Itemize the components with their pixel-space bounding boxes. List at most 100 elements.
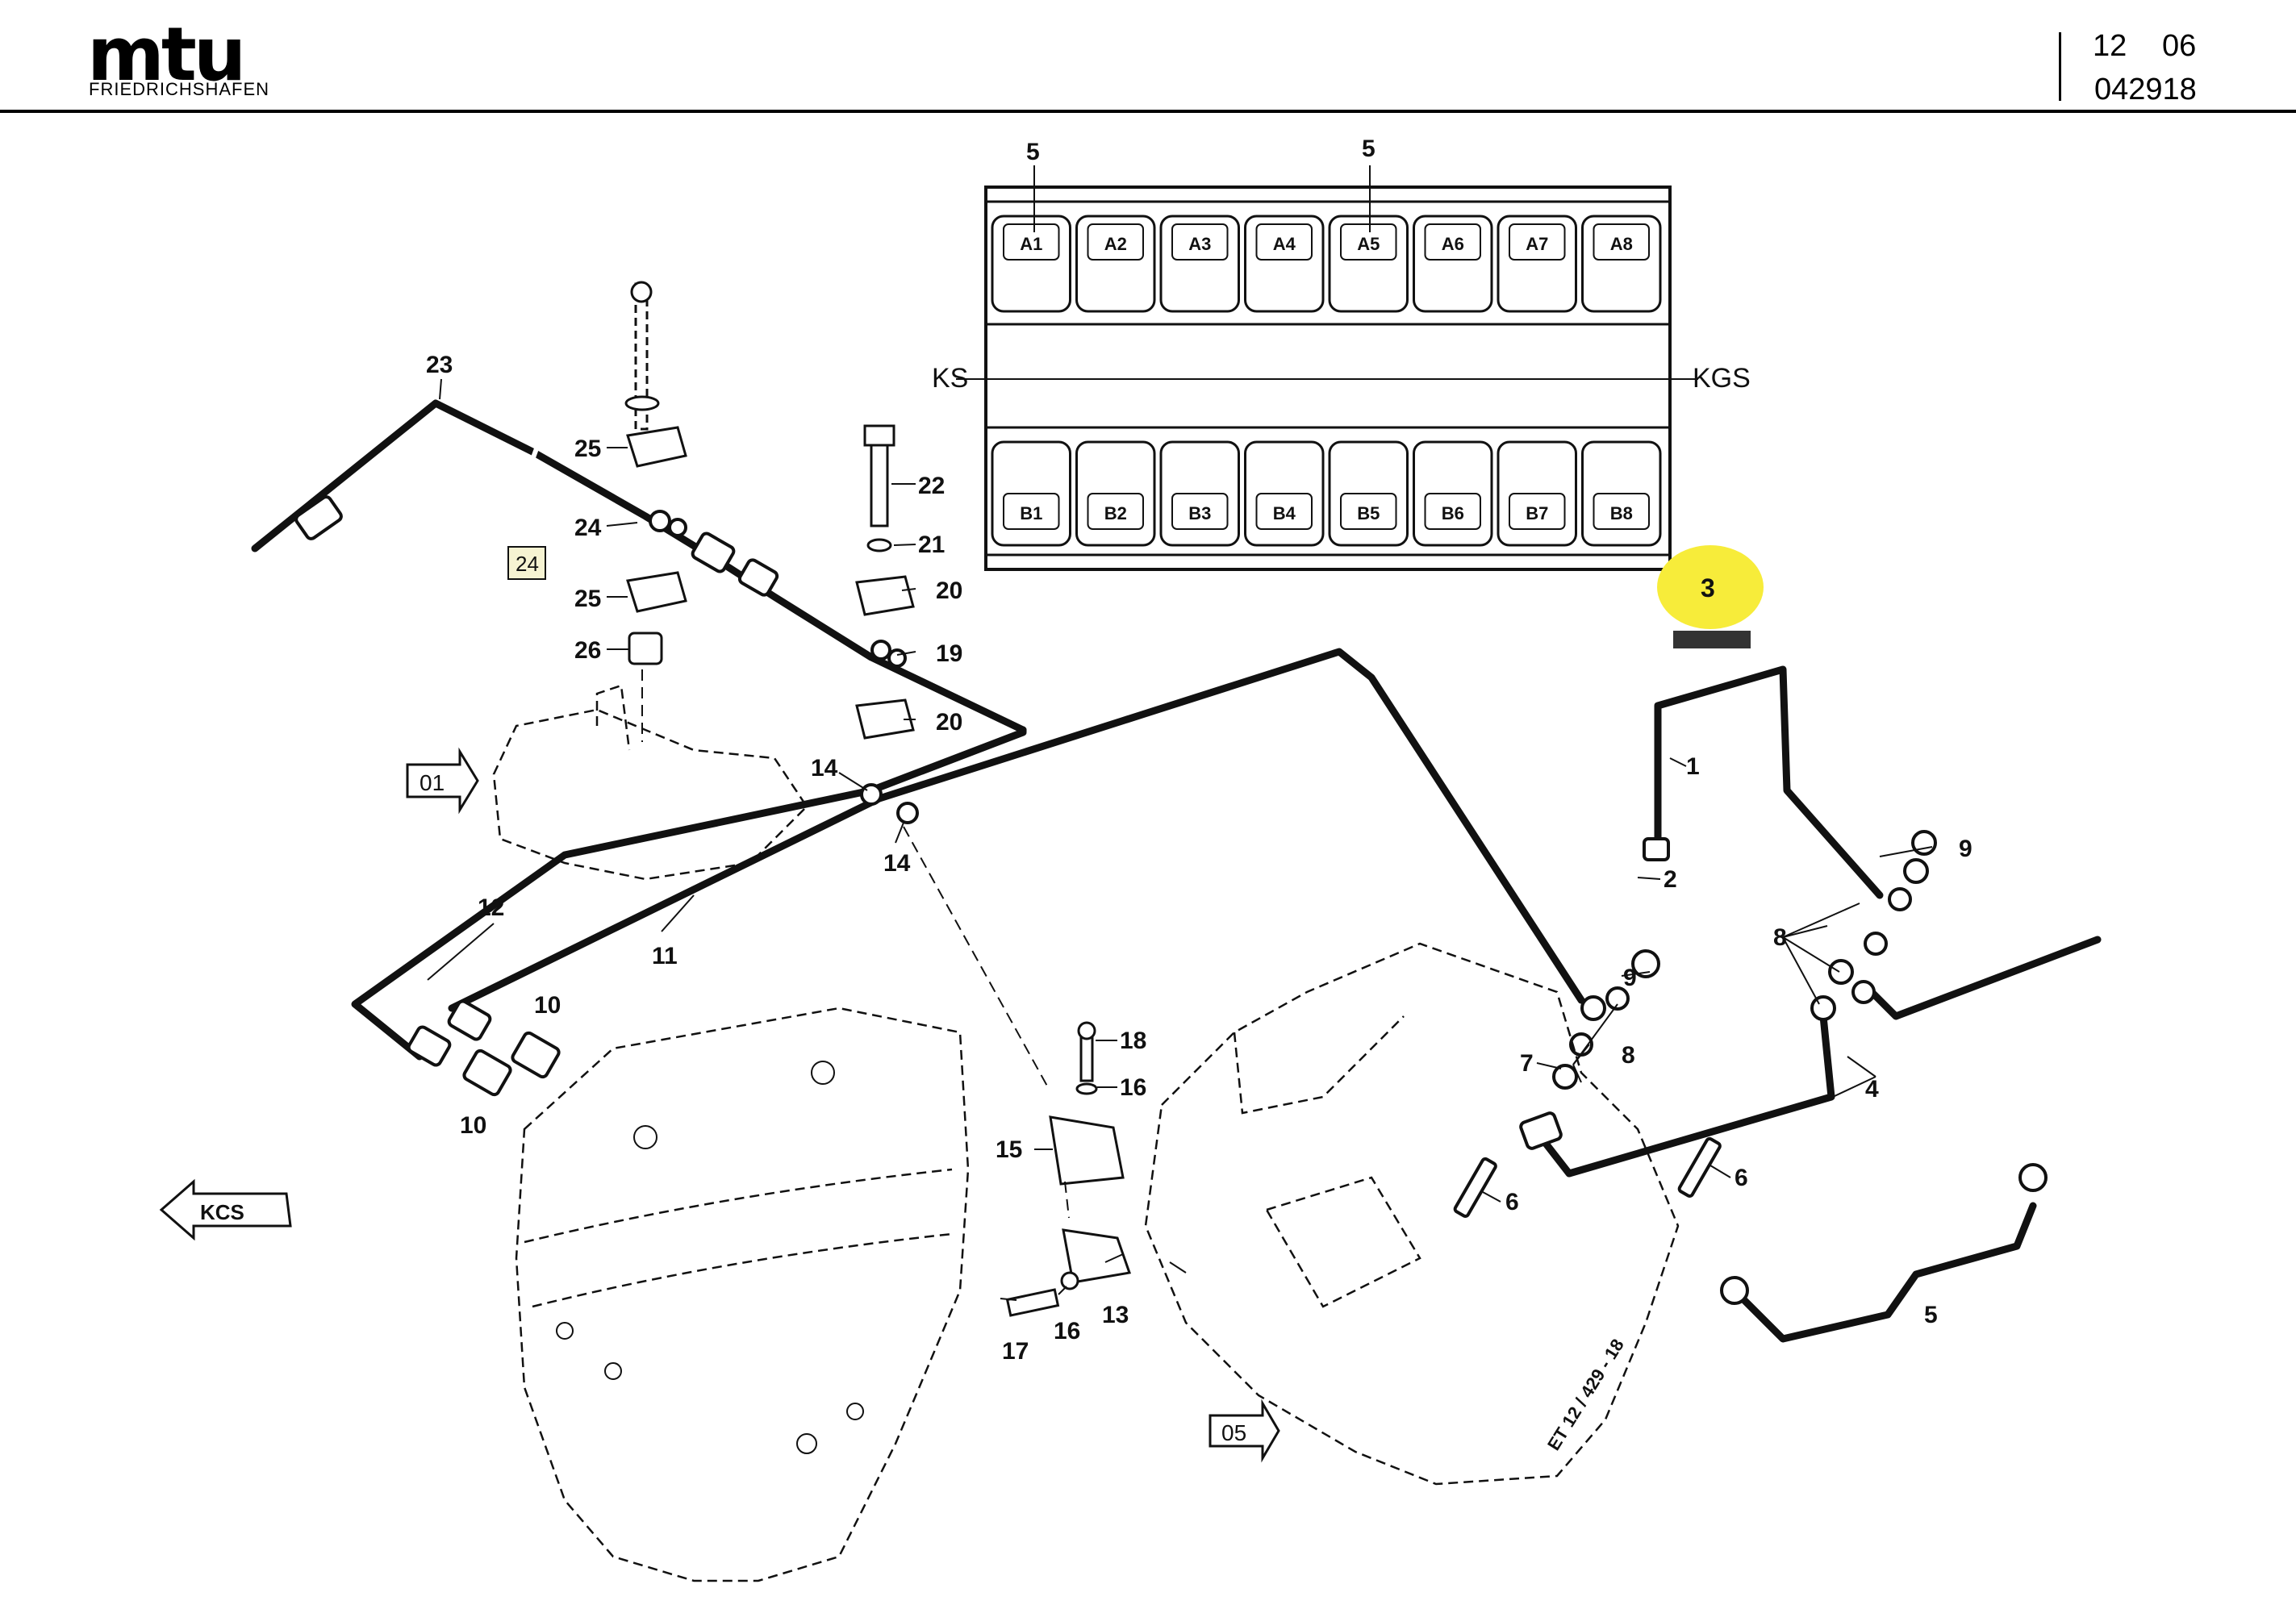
cylinder-head-b7 bbox=[1509, 493, 1566, 530]
direction-arrow-kgs: KCS bbox=[159, 1178, 292, 1241]
callout-20-a: 20 bbox=[936, 577, 962, 604]
bracket-assembly bbox=[1005, 1021, 1131, 1317]
cylinder-head-b4 bbox=[1255, 493, 1313, 530]
cylinder-head-b6 bbox=[1424, 493, 1481, 530]
cylinder-label-b4: B4 bbox=[1273, 503, 1296, 523]
cylinder-head-b3 bbox=[1171, 493, 1229, 530]
callout-14-a: 14 bbox=[811, 755, 838, 782]
cylinder-head-b5 bbox=[1340, 493, 1397, 530]
cylinder-head-a8 bbox=[1593, 223, 1650, 261]
sensor-6 bbox=[1453, 1136, 1722, 1218]
callout-10-a: 10 bbox=[534, 992, 561, 1019]
callout-24: 24 bbox=[574, 515, 602, 541]
cylinder-label-b6: B6 bbox=[1442, 503, 1464, 523]
pipe-1 bbox=[1654, 665, 1884, 899]
cylinder-label-b5: B5 bbox=[1357, 503, 1380, 523]
pipe-11 bbox=[448, 648, 1585, 1012]
cylinder-head-a6 bbox=[1424, 223, 1481, 261]
callout-26: 26 bbox=[574, 637, 601, 664]
cylinder-label-b1: B1 bbox=[1020, 503, 1042, 523]
fittings bbox=[294, 495, 2048, 1305]
cylinder-head-a3 bbox=[1171, 223, 1229, 261]
cylinder-label-a5: A5 bbox=[1357, 234, 1380, 254]
view-ref-01: 01 bbox=[406, 747, 479, 815]
callout-25-b: 25 bbox=[574, 586, 601, 612]
phantom-details bbox=[556, 1061, 864, 1454]
cylinder-label-b2: B2 bbox=[1104, 503, 1127, 523]
callout-17: 17 bbox=[1002, 1338, 1029, 1365]
boxed-ref-24 bbox=[507, 546, 546, 580]
pipe-23 bbox=[251, 399, 1027, 734]
cylinder-label-a8: A8 bbox=[1610, 234, 1633, 254]
cylinder-label-a1: A1 bbox=[1020, 234, 1042, 254]
cylinder-label-a7: A7 bbox=[1526, 234, 1548, 254]
phantom-parts bbox=[492, 684, 1680, 1582]
pipe-break-marks bbox=[530, 440, 753, 892]
callout-25-a: 25 bbox=[574, 436, 601, 462]
callout-19: 19 bbox=[936, 640, 962, 667]
view-ref-05: 05 bbox=[1209, 1399, 1280, 1463]
cylinder-head-a5 bbox=[1340, 223, 1397, 261]
cylinder-head-a7 bbox=[1509, 223, 1566, 261]
callout-2: 2 bbox=[1664, 866, 1677, 893]
pipe-23-return bbox=[351, 726, 1027, 1061]
callout-10-b: 10 bbox=[460, 1112, 486, 1139]
view-ref-01-text: 01 bbox=[420, 770, 445, 795]
dashed-leaders bbox=[641, 669, 1070, 1219]
callout-7: 7 bbox=[1520, 1050, 1534, 1077]
callout-11: 11 bbox=[652, 943, 678, 969]
callout-4: 4 bbox=[1865, 1076, 1879, 1103]
cylinder-head-b1 bbox=[1003, 493, 1060, 530]
callout-5-b: 5 bbox=[1362, 135, 1376, 162]
header-divider bbox=[2059, 32, 2061, 101]
callout-15: 15 bbox=[996, 1136, 1022, 1163]
page-number-a: 12 bbox=[2093, 29, 2127, 63]
cylinder-label-a4: A4 bbox=[1273, 234, 1296, 254]
view-ref-05-text: 05 bbox=[1221, 1420, 1246, 1445]
cylinder-label-a2: A2 bbox=[1104, 234, 1127, 254]
document-number: 042918 bbox=[2094, 73, 2197, 106]
label-ks: KS bbox=[932, 363, 968, 394]
boxed-ref-24-text: 24 bbox=[516, 552, 539, 576]
callout-20-b: 20 bbox=[936, 709, 962, 736]
drawing-id: ET 12 / 429 - 18 bbox=[1543, 1336, 1628, 1454]
pipe-4b bbox=[1864, 936, 2102, 1020]
callout-8-a: 8 bbox=[1622, 1042, 1635, 1069]
cylinder-head-a1 bbox=[1003, 223, 1060, 261]
header-rule bbox=[0, 110, 2296, 113]
callout-9-a: 9 bbox=[1623, 965, 1637, 991]
callout-21: 21 bbox=[918, 532, 945, 558]
clamp-assembly-middle bbox=[855, 424, 915, 740]
callout-13: 13 bbox=[1102, 1302, 1129, 1328]
cylinder-label-a6: A6 bbox=[1442, 234, 1464, 254]
callout-3: 3 bbox=[1701, 573, 1715, 602]
callout-5-c: 5 bbox=[1924, 1302, 1938, 1328]
callout-18: 18 bbox=[1120, 1028, 1146, 1054]
callout-9-b: 9 bbox=[1959, 836, 1972, 862]
cylinder-head-a4 bbox=[1255, 223, 1313, 261]
page-header: mtu FRIEDRICHSHAFEN 12 06 042918 bbox=[0, 0, 2296, 117]
direction-arrow-text: KCS bbox=[200, 1200, 244, 1224]
callout-8-b: 8 bbox=[1773, 924, 1787, 951]
highlight-item-3 bbox=[1657, 545, 1764, 629]
clamp-assembly-left bbox=[624, 281, 687, 665]
callout-23: 23 bbox=[426, 352, 453, 378]
callout-16-b: 16 bbox=[1054, 1318, 1080, 1344]
cylinder-head-b8 bbox=[1593, 493, 1650, 530]
callout-6-b: 6 bbox=[1735, 1165, 1748, 1191]
callout-12: 12 bbox=[478, 894, 504, 921]
pipe-4a bbox=[1537, 1012, 1835, 1178]
logo-subtitle: FRIEDRICHSHAFEN bbox=[89, 79, 270, 99]
callout-6-a: 6 bbox=[1505, 1189, 1519, 1215]
cylinder-label-a3: A3 bbox=[1188, 234, 1211, 254]
pipe-5 bbox=[1730, 1202, 2037, 1343]
callout-22: 22 bbox=[918, 473, 945, 499]
callout-leaders bbox=[427, 378, 1933, 1301]
cylinder-label-b8: B8 bbox=[1610, 503, 1633, 523]
cylinder-label-b3: B3 bbox=[1188, 503, 1211, 523]
part-3-block bbox=[1673, 631, 1751, 648]
cylinder-head-b2 bbox=[1087, 493, 1144, 530]
